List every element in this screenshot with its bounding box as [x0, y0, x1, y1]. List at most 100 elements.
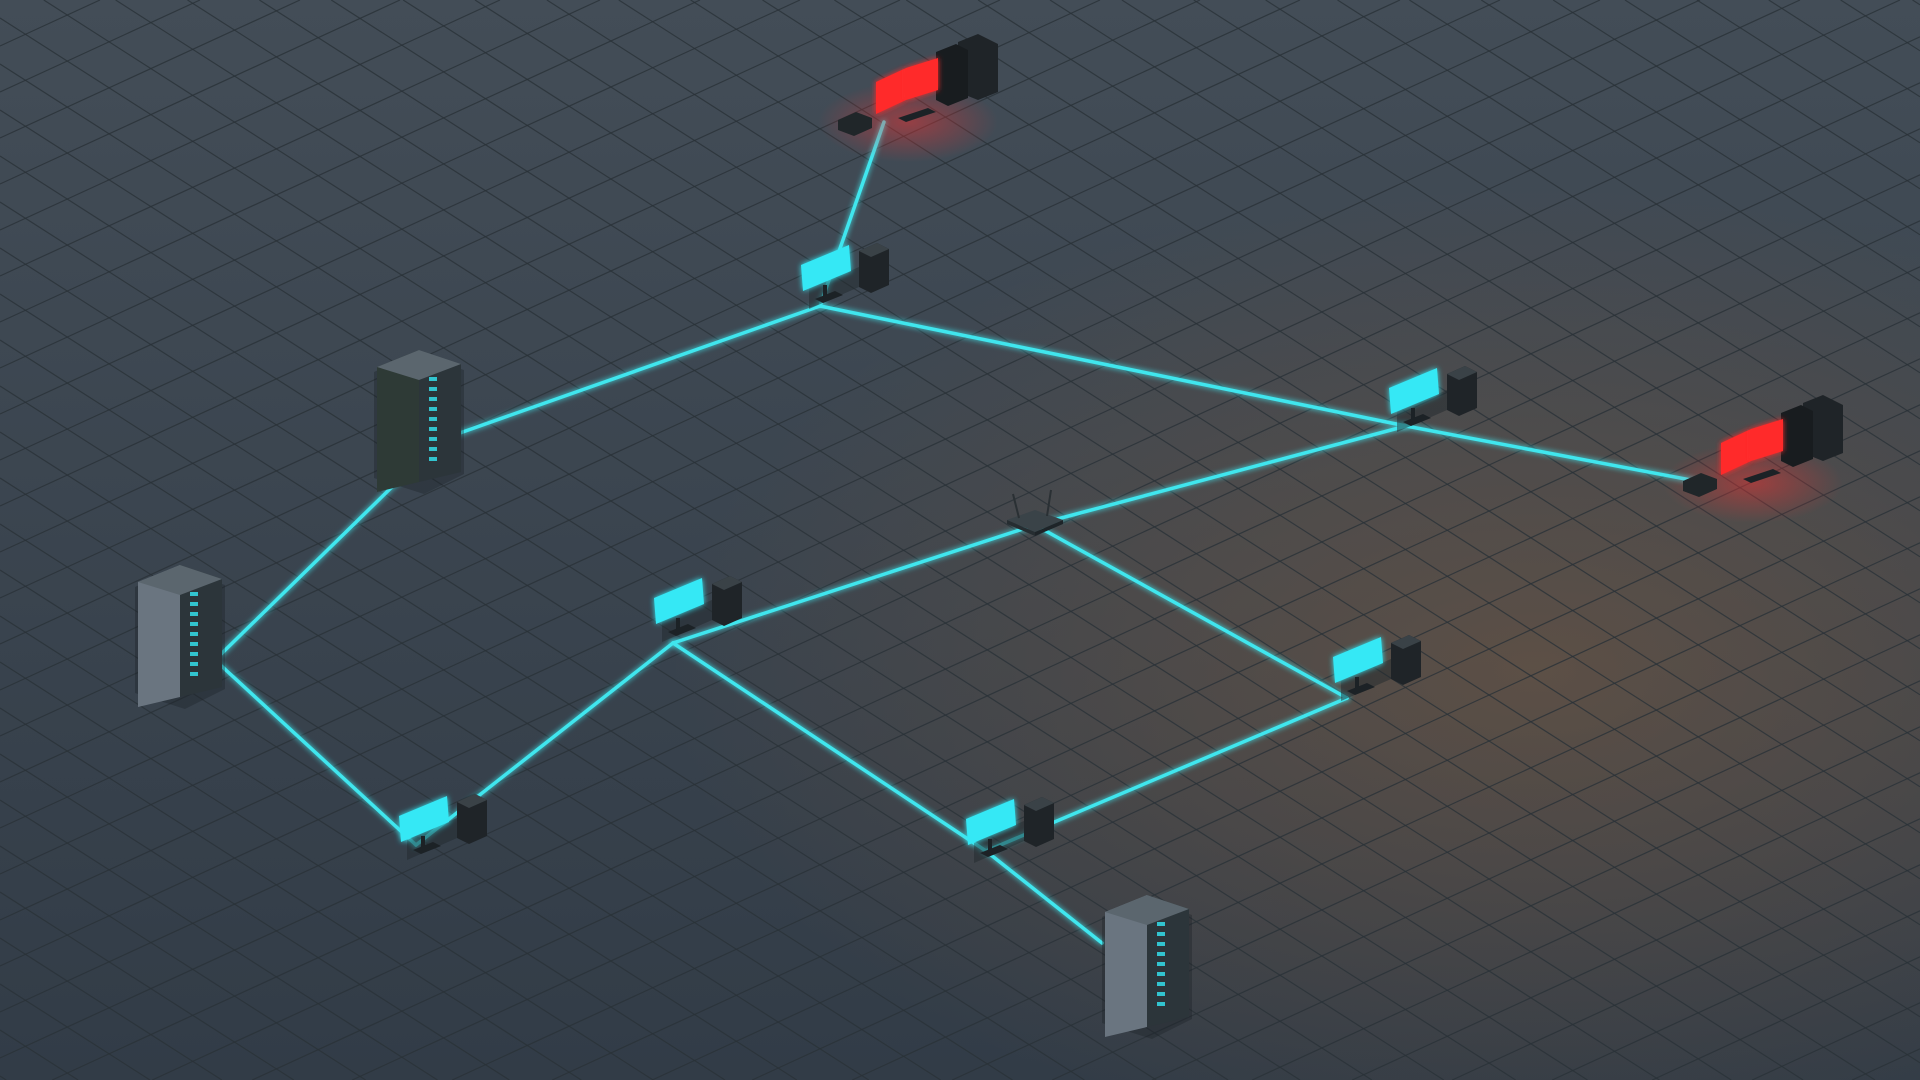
grid-line: [1351, 818, 1920, 1080]
grid-line: [187, 0, 1876, 1080]
grid-line: [1768, 0, 1920, 98]
monitor-screen: [1333, 637, 1383, 683]
rack-led: [190, 672, 198, 676]
pc-node-pc2[interactable]: [1389, 366, 1477, 432]
workstation-node-red2[interactable]: [1663, 395, 1843, 523]
link-pc2-router[interactable]: [1033, 424, 1408, 527]
grid-line: [351, 358, 1920, 1080]
grid-line: [474, 0, 1920, 926]
link-router-pc4[interactable]: [1033, 523, 1349, 700]
server-node-server2[interactable]: [135, 565, 225, 709]
grid-line: [0, 0, 701, 323]
link-pc3-pc6[interactable]: [671, 641, 988, 853]
grid-line: [1751, 1002, 1920, 1080]
rack-led: [190, 642, 198, 646]
grid-line: [0, 385, 1085, 1080]
router-side: [1007, 520, 1035, 536]
grid-line: [1451, 864, 1920, 1080]
server-node-server3[interactable]: [1102, 895, 1192, 1039]
grid-line: [0, 569, 798, 1080]
monitor-screen: [399, 796, 449, 842]
tower-case: [1024, 797, 1054, 847]
grid-line: [0, 0, 1401, 645]
link-pc2-red2[interactable]: [1404, 424, 1698, 483]
grid-line: [0, 845, 366, 1080]
grid-line: [0, 109, 1516, 1080]
grid-line: [0, 1075, 7, 1080]
grid-line: [905, 0, 1920, 650]
grid-line: [0, 0, 1801, 829]
pc-node-pc6[interactable]: [966, 797, 1054, 863]
monitor-screen: [966, 799, 1016, 845]
router-node-router[interactable]: [1007, 489, 1063, 536]
keyboard: [815, 291, 843, 303]
keyboard: [1347, 683, 1375, 695]
grid-line: [0, 431, 1013, 1080]
grid-line: [0, 983, 151, 1080]
rack-led: [429, 427, 437, 431]
grid-line: [851, 588, 1920, 1080]
link-pc6-server3[interactable]: [984, 849, 1104, 945]
tower-top: [712, 576, 742, 590]
grid-line: [0, 0, 501, 231]
rack-led: [1157, 962, 1165, 966]
keyboard: [898, 108, 936, 122]
rack-led: [429, 437, 437, 441]
workstation-node-red1[interactable]: [818, 34, 998, 162]
tower-case: [457, 794, 487, 844]
grid-line: [0, 0, 601, 277]
tower-top: [1447, 366, 1477, 380]
grid-line: [1480, 0, 1920, 282]
grid-line: [0, 174, 1920, 1059]
rack-led: [1157, 1002, 1165, 1006]
rack-led: [429, 457, 437, 461]
monitor-screen: [876, 68, 906, 114]
monitor-screen: [1389, 368, 1439, 414]
network-nodes: [135, 34, 1843, 1039]
tower-top: [457, 794, 487, 808]
link-pc1-pc2[interactable]: [818, 304, 1408, 428]
grid-line: [0, 0, 801, 369]
grid-line: [0, 707, 582, 1080]
monitor-screen: [801, 245, 851, 291]
grid-line: [151, 266, 1920, 1080]
grid-line: [0, 891, 295, 1080]
rack-top: [1105, 895, 1189, 925]
rack-led: [190, 652, 198, 656]
pc-node-pc3[interactable]: [654, 576, 742, 642]
router-body: [1007, 510, 1063, 532]
grid-line: [0, 0, 1201, 553]
grid-line: [0, 128, 1920, 1013]
rack-led: [429, 417, 437, 421]
link-pc1-server1[interactable]: [438, 304, 822, 442]
tower-case: [936, 44, 968, 106]
rack-led: [1157, 992, 1165, 996]
link-router-pc3[interactable]: [671, 523, 1037, 645]
grid-line: [0, 0, 1601, 737]
pc-node-pc5[interactable]: [399, 794, 487, 860]
grid-line: [115, 0, 1804, 1080]
grid-line: [0, 17, 1660, 1080]
link-server2-pc5[interactable]: [213, 658, 418, 847]
grid-line: [546, 0, 1920, 880]
peripheral-box: [838, 112, 872, 136]
monitor-screen: [654, 578, 704, 624]
keyboard: [413, 842, 441, 854]
grid-line: [1696, 0, 1920, 144]
pc-node-pc4[interactable]: [1333, 635, 1421, 701]
grid-line: [0, 1029, 79, 1080]
server-node-server1[interactable]: [374, 350, 464, 494]
grid-line: [330, 0, 1920, 1018]
rack-led: [1157, 952, 1165, 956]
antenna: [1012, 493, 1020, 519]
tower-case: [1391, 635, 1421, 685]
rack-led: [190, 592, 198, 596]
pc-node-pc1[interactable]: [801, 243, 889, 309]
grid-line: [0, 937, 223, 1080]
keyboard: [668, 624, 696, 636]
rack-top: [138, 565, 222, 595]
grid-line: [751, 542, 1920, 1080]
rack-side: [377, 350, 419, 492]
tower-case: [859, 243, 889, 293]
